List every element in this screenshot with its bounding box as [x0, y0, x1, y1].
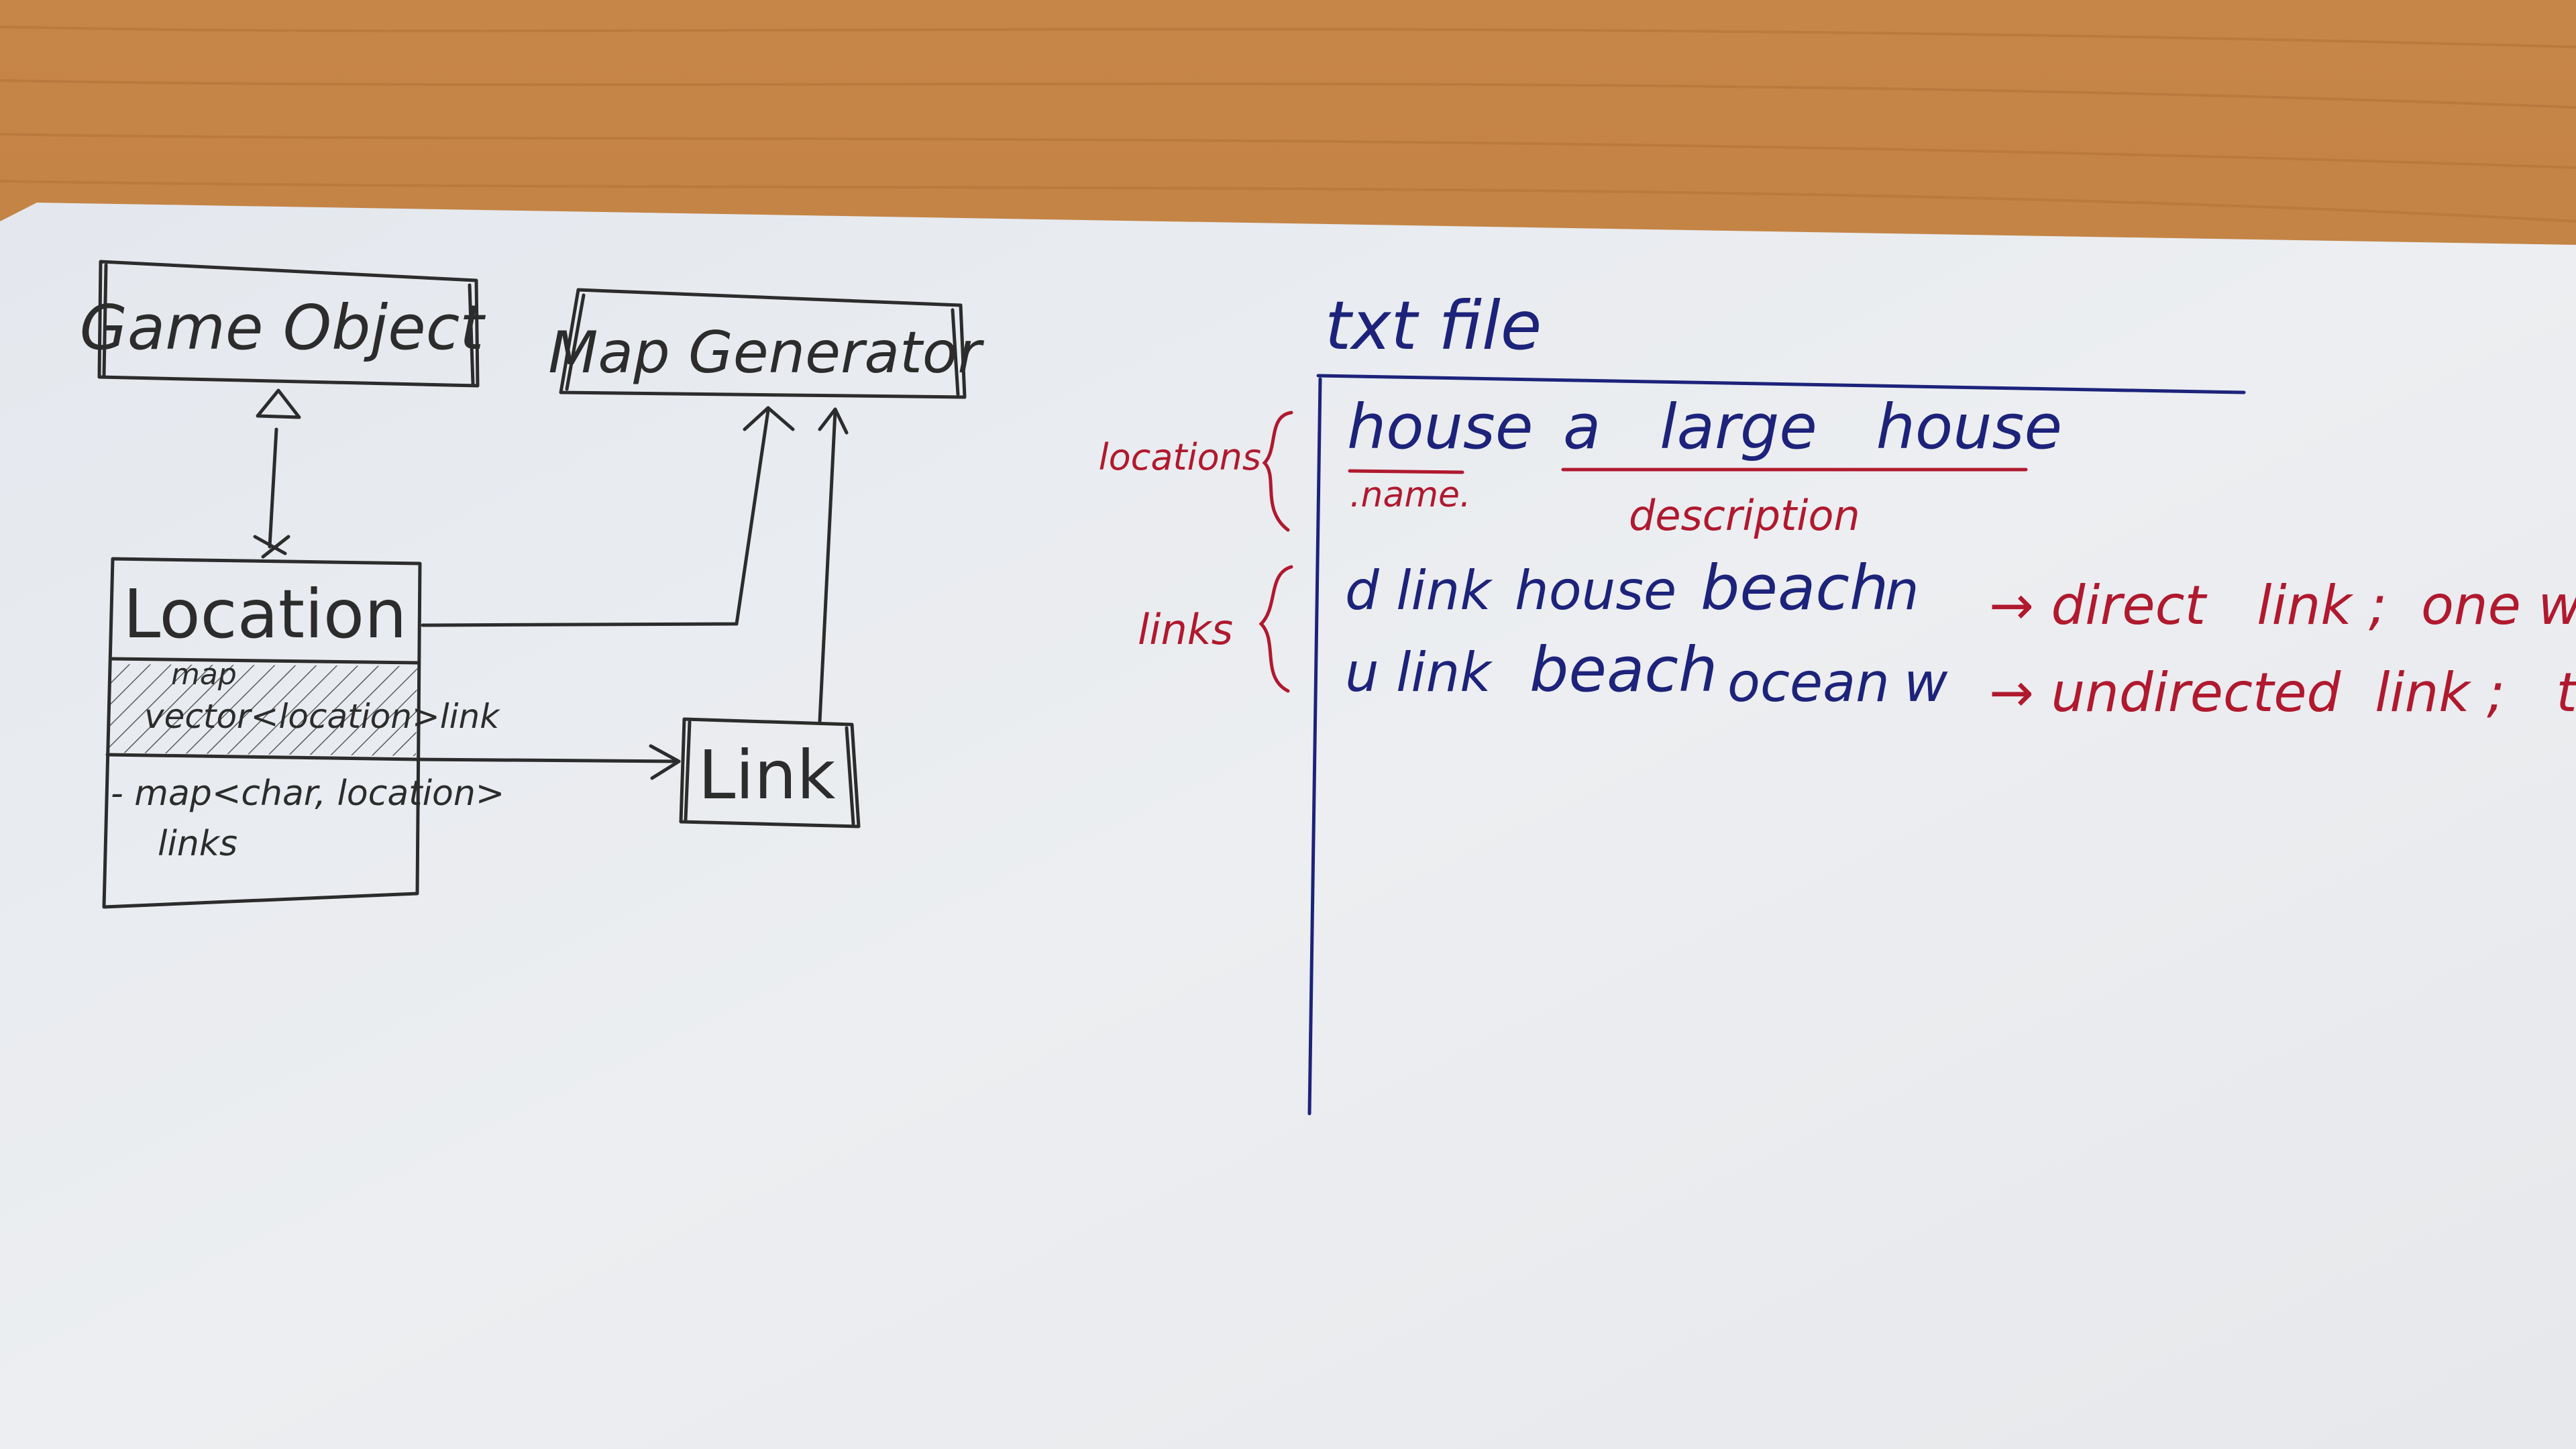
row2-from: house	[1515, 559, 1676, 622]
location-to-link-arrow	[418, 757, 681, 763]
location-attr-line-2: links	[158, 824, 237, 864]
link-to-mapgen-arrow	[818, 409, 837, 723]
row3-note: → undirected link ; two	[1989, 661, 2576, 724]
row3-from: beach	[1529, 634, 1717, 706]
game-object-label: Game Object	[80, 292, 486, 364]
map-generator-label: Map Generator	[548, 319, 984, 386]
location-box	[102, 557, 422, 909]
txt-header-line	[1316, 374, 2246, 394]
row3-dir: w	[1904, 651, 1948, 714]
name-underline	[1348, 469, 1464, 474]
link-label: Link	[698, 736, 836, 814]
location-divider-1	[109, 657, 421, 665]
location-to-mapgen-arrow	[421, 409, 770, 627]
row1-name: house	[1347, 391, 1533, 463]
game-object-box	[97, 260, 480, 388]
name-annotation: .name.	[1350, 475, 1471, 515]
location-attr-crossed-1: map	[171, 657, 237, 692]
uml-diagram	[97, 260, 967, 909]
wood-grain	[0, 25, 2576, 223]
inheritance-arrowhead	[256, 388, 301, 419]
row3-to: ocean	[1727, 651, 1890, 714]
txt-file-title: txt file	[1325, 286, 1542, 365]
location-attr-crossed-2: vector<location>link	[144, 697, 500, 736]
braces	[1258, 411, 1293, 693]
row3-type: u link	[1345, 641, 1493, 704]
location-attr-line-1: - map<char, location>	[111, 773, 504, 814]
map-generator-box	[559, 288, 967, 399]
txt-file-table	[1307, 374, 2246, 1116]
links-brace	[1258, 565, 1293, 693]
locations-label: locations	[1099, 436, 1261, 478]
locations-brace	[1262, 411, 1293, 532]
txt-vertical-line	[1307, 377, 1322, 1116]
link-box	[679, 717, 861, 828]
location-divider-2	[105, 753, 419, 761]
row2-to: beach	[1701, 552, 1888, 624]
location-label: Location	[123, 575, 407, 653]
row1-description: a large house	[1563, 391, 2062, 463]
paper-sheet	[0, 203, 2576, 1449]
row2-dir: n	[1885, 559, 1919, 622]
inheritance-line	[268, 427, 278, 549]
crossed-out-compartment	[109, 664, 417, 756]
row2-type: d link	[1345, 559, 1493, 622]
row2-note: → direct link ; one w	[1989, 574, 2576, 637]
description-annotation: description	[1629, 491, 1860, 540]
links-label: links	[1138, 605, 1233, 654]
